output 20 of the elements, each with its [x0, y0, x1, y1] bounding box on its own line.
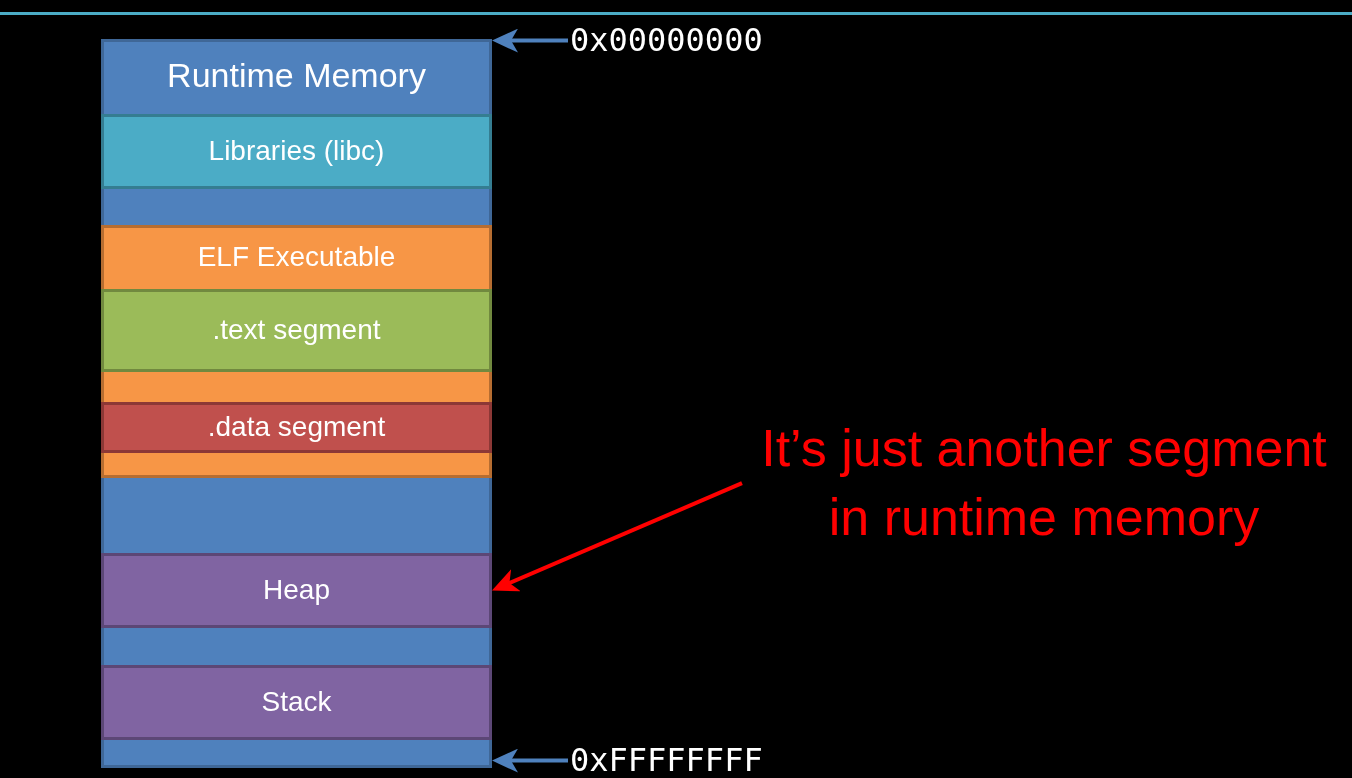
section-title: Runtime Memory [167, 57, 426, 95]
address-label: 0xFFFFFFFF [570, 743, 763, 778]
section-title: ELF Executable [197, 241, 396, 273]
arrow [492, 28, 568, 53]
memory-segment [101, 114, 492, 189]
segment-label: .data segment [207, 412, 386, 443]
annotation-text: It’s just another segment in runtime memory [744, 414, 1344, 553]
memory-segment [101, 553, 492, 628]
segment-label: Libraries (libc) [208, 136, 385, 167]
memory-segment [101, 39, 492, 768]
segment-label: .text segment [212, 315, 381, 346]
memory-segment [101, 289, 492, 372]
memory-segment [101, 225, 492, 478]
memory-segment [101, 402, 492, 453]
segment-label: Stack [261, 687, 332, 718]
segment-label: Heap [263, 575, 330, 606]
address-label: 0x00000000 [570, 23, 763, 59]
arrow [491, 481, 743, 592]
memory-segment [101, 665, 492, 740]
arrow [492, 748, 568, 773]
